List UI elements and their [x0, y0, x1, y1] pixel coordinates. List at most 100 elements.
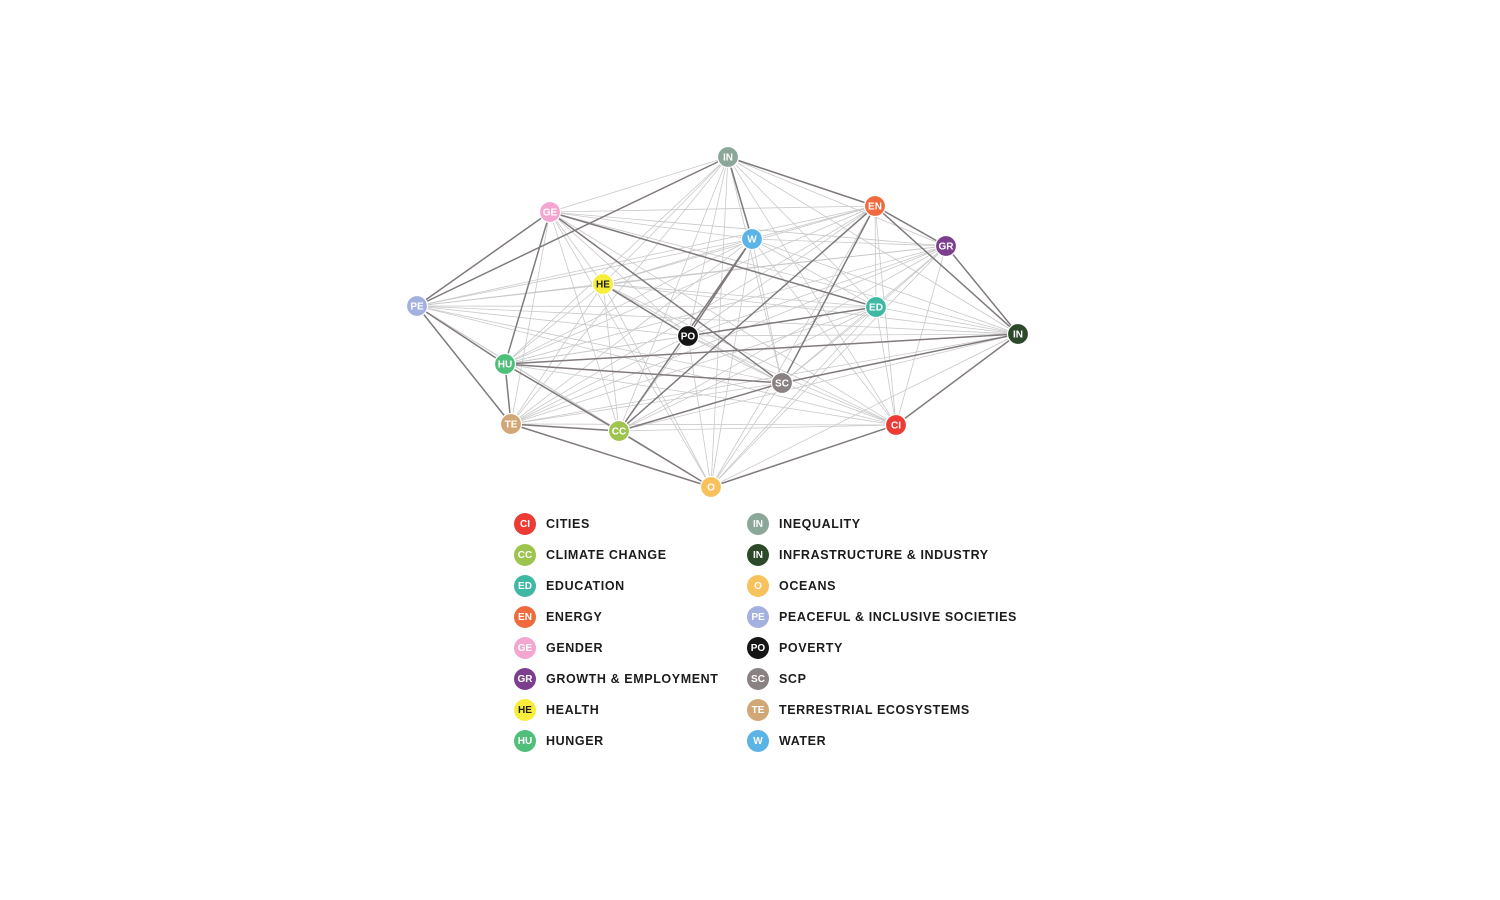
edge-ge-en — [549, 205, 876, 213]
strong-edge-ci-o — [710, 424, 897, 488]
legend-item-energy: EN ENERGY — [514, 604, 602, 630]
node-code-label: TE — [505, 420, 518, 431]
node-circle — [863, 194, 887, 218]
legend-badge: CC — [514, 544, 536, 566]
edge-en-he — [602, 205, 876, 285]
legend-label: EDUCATION — [546, 579, 625, 593]
strong-edge-en-gr — [874, 205, 947, 247]
node-circle — [538, 200, 562, 224]
strong-edge-pe-te — [416, 305, 512, 425]
strong-edge-in2-hu — [504, 333, 1019, 365]
legend-label: INFRASTRUCTURE & INDUSTRY — [779, 548, 989, 562]
node-code-label: PE — [410, 302, 424, 313]
edge-in1-ed — [727, 156, 877, 308]
legend-label: POVERTY — [779, 641, 843, 655]
node-o: O — [699, 475, 723, 499]
edge-sc-o — [710, 382, 783, 488]
legend-badge: W — [747, 730, 769, 752]
edge-gr-sc — [781, 245, 947, 384]
edge-en-ci — [874, 205, 897, 426]
node-code-label: SC — [775, 379, 789, 390]
node-circle — [591, 272, 615, 296]
legend-item-cities: CI CITIES — [514, 511, 590, 537]
legend-label: WATER — [779, 734, 827, 748]
strong-edge-gr-in2 — [945, 245, 1019, 335]
edge-ed-cc — [618, 306, 877, 432]
strong-edge-sc-in2 — [781, 333, 1019, 384]
edge-gr-hu — [504, 245, 947, 365]
node-ed: ED — [864, 295, 888, 319]
edge-pe-in2 — [416, 305, 1019, 335]
edge-po-in2 — [687, 333, 1019, 337]
edge-in1-te — [510, 156, 729, 425]
edge-in1-ci — [727, 156, 897, 426]
edge-in1-o — [710, 156, 729, 488]
strong-edge-en-in2 — [874, 205, 1019, 335]
legend-label: OCEANS — [779, 579, 837, 593]
edge-in1-cc — [618, 156, 729, 432]
edge-ge-w — [549, 211, 753, 240]
edge-ed-in2 — [875, 306, 1019, 335]
legend-badge: EN — [514, 606, 536, 628]
legend-badge: TE — [747, 699, 769, 721]
node-gr: GR — [934, 234, 958, 258]
node-code-label: ED — [869, 303, 883, 314]
edge-he-ci — [602, 283, 897, 426]
edge-po-sc — [687, 335, 783, 384]
edge-hu-ci — [504, 363, 897, 426]
edge-in2-cc — [618, 333, 1019, 432]
edge-ge-ci — [549, 211, 897, 426]
legend-item-water: W WATER — [747, 728, 826, 754]
edge-group-strong — [416, 156, 1019, 488]
edge-ge-cc — [549, 211, 620, 432]
edge-w-pe — [416, 238, 753, 307]
edge-w-ed — [751, 238, 877, 308]
edge-ge-po — [549, 211, 689, 337]
node-sc: SC — [770, 371, 794, 395]
edge-en-po — [687, 205, 876, 337]
node-pe: PE — [405, 294, 429, 318]
node-circle — [699, 475, 723, 499]
strong-edge-in2-ci — [895, 333, 1019, 426]
strong-edge-te-cc — [510, 423, 620, 432]
edge-he-pe — [416, 283, 604, 307]
legend-badge: ED — [514, 575, 536, 597]
legend-badge: CI — [514, 513, 536, 535]
edge-en-pe — [416, 205, 876, 307]
edge-in2-te — [510, 333, 1019, 425]
edge-sc-ci — [781, 382, 897, 426]
edge-w-hu — [504, 238, 753, 365]
edge-he-hu — [504, 283, 604, 365]
edge-sc-te — [510, 382, 783, 425]
legend-label: GROWTH & EMPLOYMENT — [546, 672, 719, 686]
edge-in1-po — [687, 156, 729, 337]
legend-label: ENERGY — [546, 610, 603, 624]
legend-label: HUNGER — [546, 734, 604, 748]
strong-edge-ge-hu — [504, 211, 551, 365]
node-circle — [493, 352, 517, 376]
legend-label: CLIMATE CHANGE — [546, 548, 667, 562]
strong-edge-in1-w — [727, 156, 753, 240]
node-circle — [740, 227, 764, 251]
legend-badge: SC — [747, 668, 769, 690]
legend-label: CITIES — [546, 517, 590, 531]
edge-group-light — [416, 156, 1019, 488]
node-circle — [499, 412, 523, 436]
node-circle — [716, 145, 740, 169]
legend-badge: O — [747, 575, 769, 597]
edge-w-he — [602, 238, 753, 285]
edge-gr-cc — [618, 245, 947, 432]
strong-edge-hu-cc — [504, 363, 620, 432]
legend-badge: PE — [747, 606, 769, 628]
strong-edge-en-sc — [781, 205, 876, 384]
edge-po-te — [510, 335, 689, 425]
